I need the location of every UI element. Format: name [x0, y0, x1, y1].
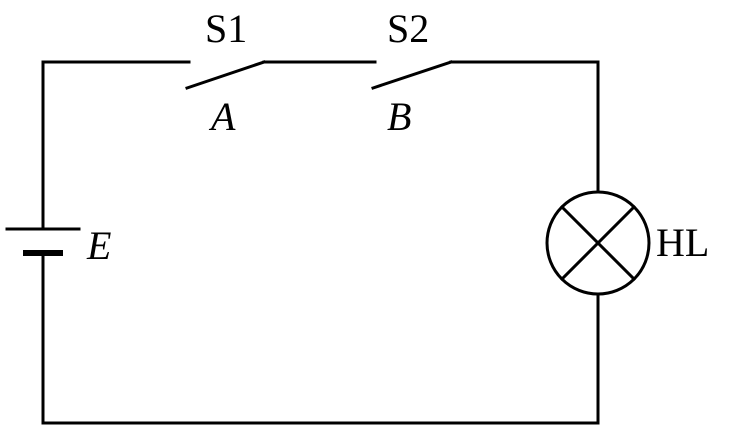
wire-bottom: [41, 252, 600, 425]
switch-s2-blade: [371, 60, 453, 90]
battery-e: [5, 227, 81, 256]
wire-top-right: [449, 60, 600, 194]
lamp-label: HL: [656, 220, 709, 265]
switch-s1-blade: [185, 60, 266, 90]
battery-label: E: [86, 223, 111, 268]
lamp-hl: [545, 190, 651, 296]
lamp-cross-2: [559, 204, 637, 282]
contact-a-label: A: [208, 94, 236, 139]
contact-b-label: B: [387, 94, 411, 139]
switch-s1-label: S1: [205, 6, 247, 51]
switch-s2-label: S2: [387, 6, 429, 51]
wire-top-left: [41, 60, 191, 229]
